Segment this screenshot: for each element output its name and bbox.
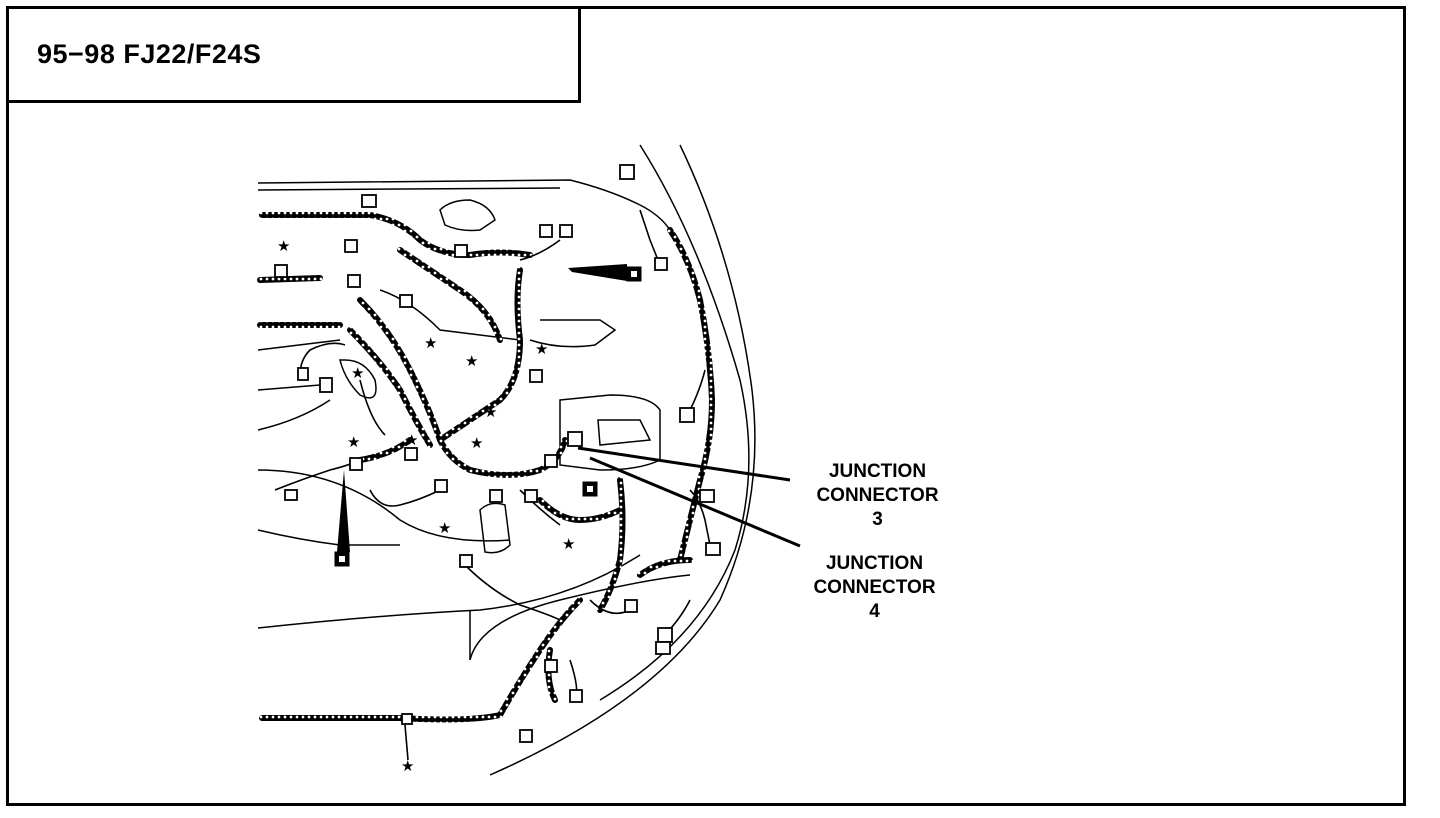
junction-4-line1: JUNCTION xyxy=(825,553,924,574)
junction-connector-4-label: JUNCTION CONNECTOR 4 xyxy=(797,552,952,624)
svg-text:★: ★ xyxy=(401,757,414,775)
svg-text:★: ★ xyxy=(438,519,451,537)
junction-4-line3: 4 xyxy=(869,601,880,622)
junction-3-line3: 3 xyxy=(872,509,883,530)
page-title: 95−98 FJ22/F24S xyxy=(37,39,262,69)
svg-text:★: ★ xyxy=(535,340,548,358)
junction-4-line2: CONNECTOR xyxy=(813,577,936,598)
svg-text:★: ★ xyxy=(351,364,364,382)
junction-3-line2: CONNECTOR xyxy=(816,485,939,506)
svg-text:★: ★ xyxy=(277,237,290,255)
junction-3-line1: JUNCTION xyxy=(828,461,927,482)
vehicle-body-outline xyxy=(257,144,756,776)
junction-connector-3-label: JUNCTION CONNECTOR 3 xyxy=(800,460,955,532)
wire-harness-bundles xyxy=(257,212,716,723)
leader-lines xyxy=(577,446,801,548)
svg-text:★: ★ xyxy=(424,334,437,352)
svg-text:★: ★ xyxy=(347,433,360,451)
connectors xyxy=(274,164,721,743)
svg-text:★: ★ xyxy=(470,434,483,452)
title-box: 95−98 FJ22/F24S xyxy=(6,6,581,103)
pointer-wedges xyxy=(337,264,627,552)
svg-text:★: ★ xyxy=(465,352,478,370)
svg-text:★: ★ xyxy=(405,431,418,449)
diagram-frame xyxy=(6,6,1406,806)
svg-text:★: ★ xyxy=(484,403,497,421)
callout-box-marks xyxy=(339,271,637,562)
svg-text:★: ★ xyxy=(562,535,575,553)
star-markers: ★ ★ ★ ★ ★ ★ ★ ★ ★ ★ ★ ★ xyxy=(277,237,575,775)
